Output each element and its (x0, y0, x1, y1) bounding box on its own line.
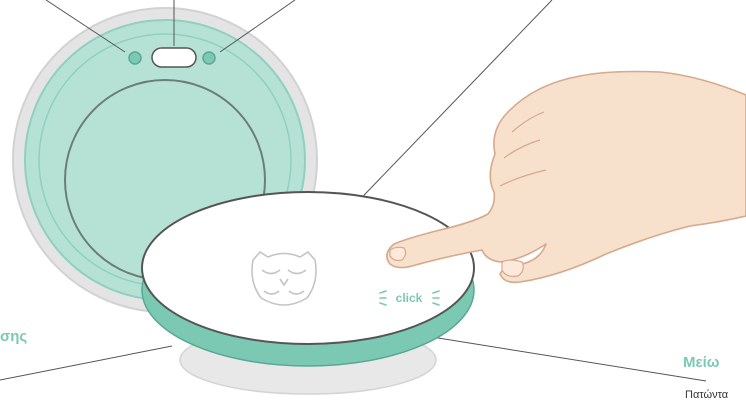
left-heading: σης (0, 328, 27, 345)
callout-lower-edge (432, 337, 706, 381)
callout-base (0, 346, 172, 380)
right-body-text: Πατώντα (685, 389, 728, 401)
led-right-icon (203, 52, 215, 64)
button-top[interactable] (142, 192, 474, 344)
hand-illustration (387, 72, 746, 283)
right-heading: Μείω (683, 354, 719, 371)
hand-shape (387, 72, 746, 283)
device-top-view: click (142, 192, 474, 394)
led-left-icon (129, 52, 141, 64)
click-label: click (396, 291, 423, 305)
fingernail-thumb (502, 260, 523, 276)
switch-slot (152, 48, 196, 67)
fingernail-index (390, 247, 406, 260)
